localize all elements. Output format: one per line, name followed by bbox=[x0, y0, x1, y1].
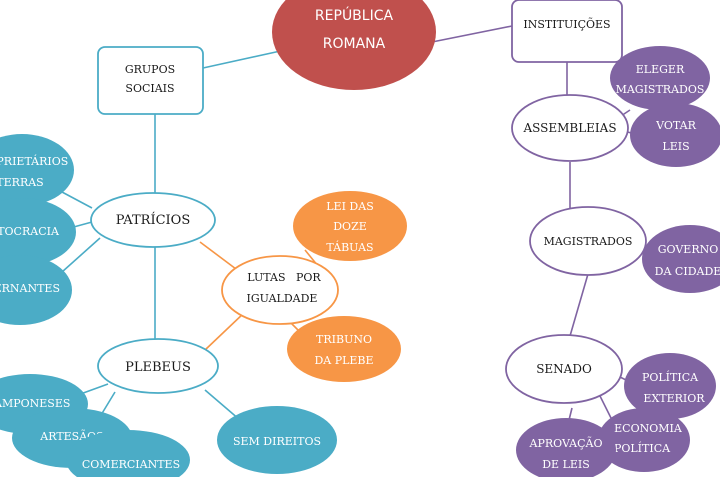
comerciantes-node: COMERCIANTES bbox=[66, 430, 190, 477]
economia-label-line2: POLÍTICA bbox=[614, 441, 671, 455]
connector-patricios-governantes bbox=[61, 237, 101, 273]
politica-exterior-label-line1: POLÍTICA bbox=[642, 370, 699, 384]
eleger-label-line1: ELEGER bbox=[636, 63, 685, 76]
plebeus-node: PLEBEUS bbox=[97, 338, 219, 394]
lutas-label-line2: IGUALDADE bbox=[247, 292, 318, 305]
leis-label-line1: LEI DAS bbox=[326, 200, 373, 213]
connector-patricios-proprietarios bbox=[61, 191, 93, 209]
aprovacao-label-line2: DE LEIS bbox=[542, 458, 590, 471]
governo-node: GOVERNO DA CIDADE bbox=[642, 225, 720, 293]
economia-node: ECONOMIA POLÍTICA bbox=[598, 408, 690, 472]
connector-root-instituicoes bbox=[431, 25, 513, 43]
connector-magistrados-senado bbox=[569, 273, 589, 337]
root-label-line2: ROMANA bbox=[323, 36, 386, 52]
tribuno-label-line1: TRIBUNO bbox=[316, 333, 372, 346]
connector-root-grupos bbox=[202, 49, 286, 69]
camponeses-label: CAMPONESES bbox=[0, 397, 70, 410]
comerciantes-label: COMERCIANTES bbox=[82, 458, 180, 471]
senado-node: SENADO bbox=[505, 334, 623, 404]
aprovacao-node: APROVAÇÃO DE LEIS bbox=[516, 418, 616, 477]
connector-plebeus-lutas bbox=[204, 311, 246, 351]
connector-plebeus-semdireitos bbox=[204, 389, 241, 421]
aristocracia-label: ARISTOCRACIA bbox=[0, 225, 60, 238]
votar-label-line1: VOTAR bbox=[655, 119, 696, 132]
plebeus-items: CAMPONESES ARTESÃOS COMERCIANTES SEM DIR… bbox=[0, 374, 337, 477]
economia-label-line1: ECONOMIA bbox=[614, 422, 683, 435]
assembleias-node: ASSEMBLEIAS bbox=[511, 94, 629, 162]
patricios-node: PATRÍCIOS bbox=[90, 192, 216, 248]
magistrados-label: MAGISTRADOS bbox=[544, 235, 633, 248]
votar-node: VOTAR LEIS bbox=[630, 103, 720, 167]
aprovacao-label-line1: APROVAÇÃO bbox=[529, 436, 603, 450]
eleger-label-line2: MAGISTRADOS bbox=[616, 83, 705, 96]
grupos-sociais-node: GRUPOS SOCIAIS bbox=[97, 46, 204, 115]
governantes-label: GOVERNANTES bbox=[0, 282, 60, 295]
root-label-line1: REPÚBLICA bbox=[315, 6, 394, 24]
grupos-label-line2: SOCIAIS bbox=[125, 82, 174, 95]
governo-label-line1: GOVERNO bbox=[658, 243, 719, 256]
sem-direitos-label: SEM DIREITOS bbox=[233, 435, 321, 448]
proprietarios-label-line1: PROPRIETÁRIOS bbox=[0, 154, 68, 168]
connector-senado-economia bbox=[599, 395, 613, 421]
aristocracia-node: ARISTOCRACIA bbox=[0, 198, 76, 266]
patricios-items: PROPRIETÁRIOS TERRAS ARISTOCRACIA GOVERN… bbox=[0, 134, 76, 325]
governo-label-line2: DA CIDADE bbox=[655, 265, 720, 278]
senado-label: SENADO bbox=[536, 362, 592, 376]
eleger-node: ELEGER MAGISTRADOS bbox=[610, 46, 710, 110]
instituicoes-label: INSTITUIÇÕES bbox=[523, 17, 610, 31]
plebeus-label: PLEBEUS bbox=[125, 360, 191, 375]
magistrados-node: MAGISTRADOS bbox=[529, 206, 647, 276]
politica-exterior-node: POLÍTICA EXTERIOR bbox=[624, 353, 716, 419]
tribuno-node: TRIBUNO DA PLEBE bbox=[287, 316, 401, 382]
leis-label-line2: DOZE bbox=[333, 220, 367, 233]
root-node: REPÚBLICA ROMANA bbox=[272, 0, 436, 90]
connector-patricios-lutas bbox=[199, 241, 241, 273]
patricios-label: PATRÍCIOS bbox=[116, 212, 190, 228]
lutas-label-line1: LUTAS POR bbox=[247, 271, 321, 284]
politica-exterior-label-line2: EXTERIOR bbox=[643, 392, 705, 405]
sem-direitos-node: SEM DIREITOS bbox=[217, 406, 337, 474]
proprietarios-label-line2: TERRAS bbox=[0, 176, 44, 189]
assembleias-label: ASSEMBLEIAS bbox=[522, 121, 616, 135]
votar-label-line2: LEIS bbox=[662, 140, 689, 153]
tribuno-label-line2: DA PLEBE bbox=[314, 354, 373, 367]
grupos-label-line1: GRUPOS bbox=[125, 63, 175, 76]
leis-node: LEI DAS DOZE TÁBUAS bbox=[293, 191, 407, 261]
instituicoes-node: INSTITUIÇÕES bbox=[511, 0, 623, 63]
leis-label-line3: TÁBUAS bbox=[326, 240, 373, 254]
lutas-node: LUTAS POR IGUALDADE bbox=[221, 255, 339, 325]
governantes-node: GOVERNANTES bbox=[0, 255, 72, 325]
proprietarios-node: PROPRIETÁRIOS TERRAS bbox=[0, 134, 74, 206]
